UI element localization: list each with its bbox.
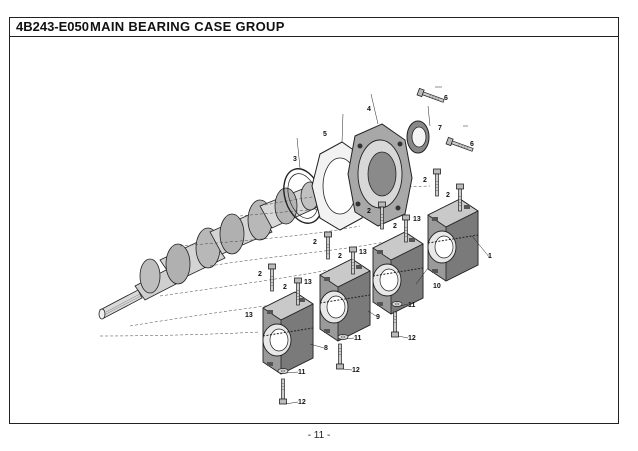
bearing-housing-plate (347, 123, 413, 227)
callout-4: 4 (367, 106, 371, 113)
group-code: 4B243-E050 (16, 19, 89, 34)
callout-6a: 6 (444, 95, 448, 102)
crankshaft (98, 181, 321, 320)
exploded-parts-diagram: 1 2 2 2 2 2 2 2 2 3 4 5 6 6 7 8 9 10 11 … (98, 86, 492, 406)
callout-12a: 12 (408, 335, 416, 342)
callout-11a: 11 (408, 302, 416, 309)
page-number: - 11 - (307, 430, 331, 441)
callout-13a: 13 (413, 216, 421, 223)
callout-1: 1 (488, 253, 492, 260)
callout-2f: 2 (338, 253, 342, 260)
bearing-case-8 (262, 291, 314, 375)
callout-2d: 2 (393, 223, 397, 230)
callout-2e: 2 (313, 239, 317, 246)
oil-seal (406, 120, 430, 154)
group-title: MAIN BEARING CASE GROUP (90, 19, 285, 34)
drawing-frame: 4B243-E050 MAIN BEARING CASE GROUP (9, 17, 619, 424)
callout-2g: 2 (258, 271, 262, 278)
leader-lines (284, 86, 491, 405)
callout-2h: 2 (283, 284, 287, 291)
callout-7: 7 (438, 125, 442, 132)
callout-11c: 11 (298, 369, 306, 376)
callout-12c: 12 (298, 399, 306, 406)
callout-3: 3 (293, 156, 297, 163)
bearing-case-1 (427, 198, 479, 282)
callout-11b: 11 (354, 335, 362, 342)
callout-12b: 12 (352, 367, 360, 374)
callout-5: 5 (323, 131, 327, 138)
callout-13c: 13 (304, 279, 312, 286)
callout-2b: 2 (446, 192, 450, 199)
callout-13d: 13 (245, 312, 253, 319)
callout-6b: 6 (470, 141, 474, 148)
bearing-case-9 (319, 258, 371, 342)
callout-10: 10 (433, 283, 441, 290)
callout-13b: 13 (359, 249, 367, 256)
callout-2a: 2 (423, 177, 427, 184)
callout-2c: 2 (367, 208, 371, 215)
callout-9: 9 (376, 314, 380, 321)
title-bar: 4B243-E050 MAIN BEARING CASE GROUP (10, 18, 618, 37)
callout-8: 8 (324, 345, 328, 352)
